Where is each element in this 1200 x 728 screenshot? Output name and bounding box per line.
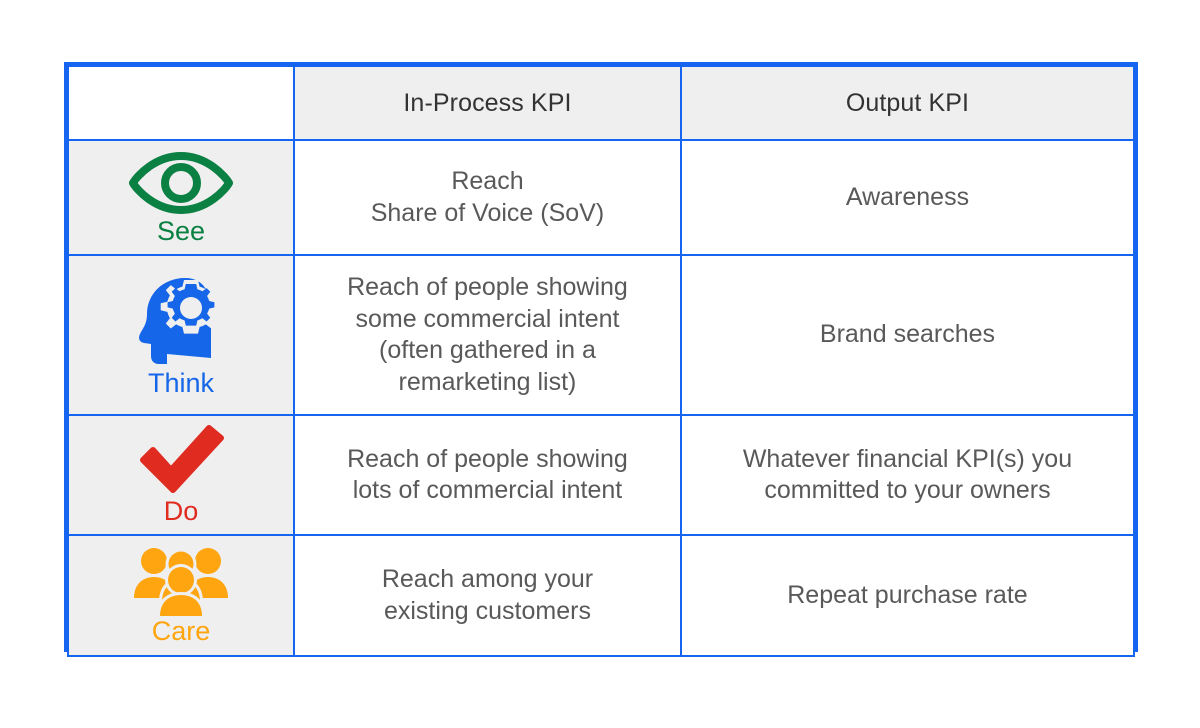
output-kpi-think: Brand searches [679, 254, 1136, 416]
column-header-in-process-kpi: In-Process KPI [292, 65, 682, 141]
stage-block-do: Do [69, 424, 293, 527]
corner-cell [67, 65, 295, 141]
in-process-kpi-see: Reach Share of Voice (SoV) [292, 139, 682, 256]
checkmark-icon [133, 424, 229, 496]
kpi-line: (often gathered in a [379, 336, 596, 364]
stage-block-care: Care [69, 546, 293, 645]
eye-icon [128, 150, 233, 216]
kpi-line: Brand searches [819, 320, 996, 349]
stage-label-do: Do [163, 496, 199, 527]
people-group-icon [133, 546, 229, 616]
kpi-line: Reach [451, 167, 524, 195]
kpi-matrix: In-Process KPI Output KPI See [64, 62, 1138, 657]
kpi-line: Repeat purchase rate [787, 580, 1028, 609]
table-header-row: In-Process KPI Output KPI [67, 65, 1136, 141]
kpi-line: Reach of people showing [347, 273, 628, 301]
stage-label-care: Care [151, 615, 211, 646]
kpi-table: In-Process KPI Output KPI See [67, 65, 1136, 657]
kpi-line: committed to your owners [764, 476, 1051, 504]
kpi-line: remarketing list) [398, 367, 577, 396]
kpi-line: Reach among your [381, 565, 594, 593]
stage-cell-do: Do [67, 414, 295, 536]
stage-label-see: See [156, 215, 206, 246]
in-process-kpi-do: Reach of people showing lots of commerci… [292, 414, 682, 536]
output-kpi-care: Repeat purchase rate [679, 534, 1136, 657]
table-row-do: Do Reach of people showing lots of comme… [67, 414, 1136, 536]
table-row-think: Think Reach of people showing some comme… [67, 254, 1136, 416]
kpi-line: lots of commercial intent [352, 476, 623, 504]
in-process-kpi-care: Reach among your existing customers [292, 534, 682, 657]
kpi-line: Reach of people showing [347, 444, 628, 473]
stage-block-think: Think [69, 272, 293, 399]
stage-cell-think: Think [67, 254, 295, 416]
table-row-see: See Reach Share of Voice (SoV) Awareness [67, 139, 1136, 256]
in-process-kpi-think: Reach of people showing some commercial … [292, 254, 682, 416]
stage-block-see: See [69, 150, 293, 245]
output-kpi-do: Whatever financial KPI(s) you committed … [679, 414, 1136, 536]
table-row-care: Care Reach among your existing customers… [67, 534, 1136, 657]
kpi-line: existing customers [383, 596, 591, 625]
kpi-line: some commercial intent [355, 304, 620, 333]
head-with-gear-icon [133, 272, 229, 368]
stage-cell-see: See [67, 139, 295, 256]
kpi-line: Share of Voice (SoV) [370, 198, 605, 227]
stage-label-think: Think [147, 368, 214, 399]
stage-cell-care: Care [67, 534, 295, 657]
kpi-line: Whatever financial KPI(s) you [742, 444, 1073, 473]
kpi-line: Awareness [845, 182, 970, 211]
column-header-output-kpi: Output KPI [679, 65, 1136, 141]
output-kpi-see: Awareness [679, 139, 1136, 256]
